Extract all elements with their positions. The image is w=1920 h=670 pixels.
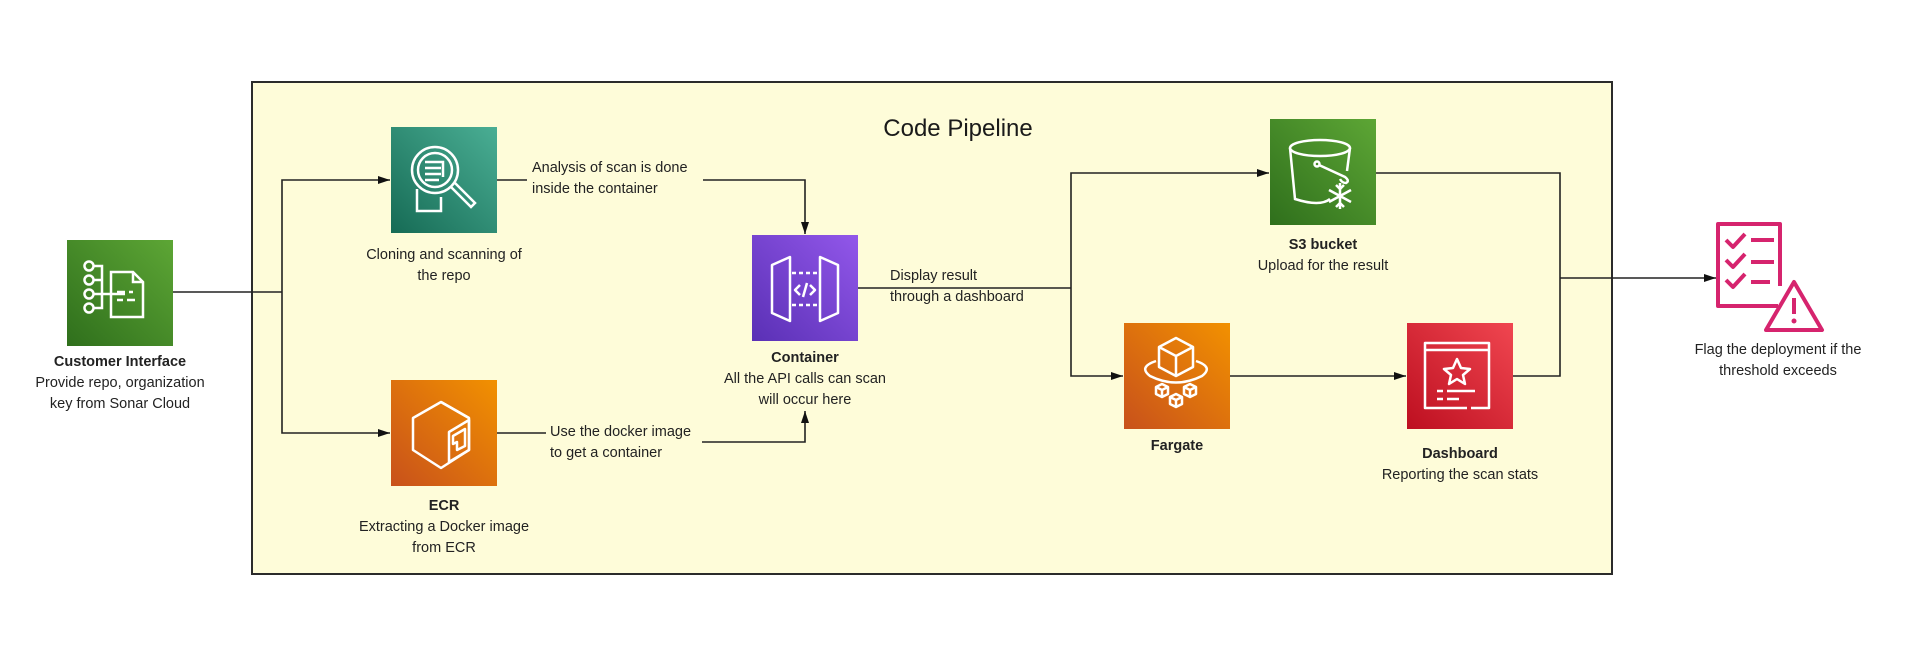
customer-interface-label: Customer Interface Provide repo, organiz… [35, 354, 205, 412]
fargate-icon [1124, 323, 1230, 429]
edge-split-to-fargate [1070, 288, 1123, 380]
scan-repo-node[interactable] [391, 127, 497, 233]
edge-label-scan-to-container: Analysis of scan is done inside the cont… [532, 160, 688, 197]
scan-repo-label: Cloning and scanning of the repo [366, 247, 522, 284]
dashboard-node[interactable] [1407, 323, 1513, 429]
checklist-warning-icon [1716, 222, 1824, 332]
edge-split-to-ecr [281, 292, 390, 437]
edge-ecr-to-container-b [702, 411, 809, 443]
fargate-label: Fargate [1150, 438, 1204, 454]
dashboard-label: Dashboard Reporting the scan stats [1381, 446, 1539, 483]
ecr-node[interactable] [391, 380, 497, 486]
flag-deployment-node[interactable] [1716, 222, 1826, 334]
ecr-label: ECR Extracting a Docker image from ECR [358, 498, 530, 556]
fargate-node[interactable] [1124, 323, 1230, 429]
edge-label-display-result: Display result through a dashboard [890, 268, 1024, 305]
flag-deployment-label: Flag the deployment if the threshold exc… [1694, 342, 1862, 379]
s3-bucket-node[interactable] [1270, 119, 1376, 225]
edge-label-ecr-to-container: Use the docker image to get a container [550, 424, 692, 461]
s3-glacier-bucket-icon [1270, 119, 1376, 225]
customer-interface-node[interactable] [67, 240, 173, 346]
ecr-container-icon [391, 380, 497, 486]
pipeline-title: Code Pipeline [883, 115, 1033, 142]
inspector-magnifier-icon [391, 127, 497, 233]
s3-bucket-label: S3 bucket Upload for the result [1257, 237, 1389, 274]
container-label: Container All the API calls can scan wil… [724, 350, 886, 408]
edge-scan-to-container-b [703, 179, 809, 234]
edge-split-to-s3 [1070, 169, 1269, 288]
dashboard-icon [1407, 323, 1513, 429]
edge-s3-merge [1376, 172, 1561, 377]
edge-split-to-scan [281, 176, 390, 292]
api-gateway-icon [752, 235, 858, 341]
container-node[interactable] [752, 235, 858, 341]
application-integration-icon [67, 240, 173, 346]
